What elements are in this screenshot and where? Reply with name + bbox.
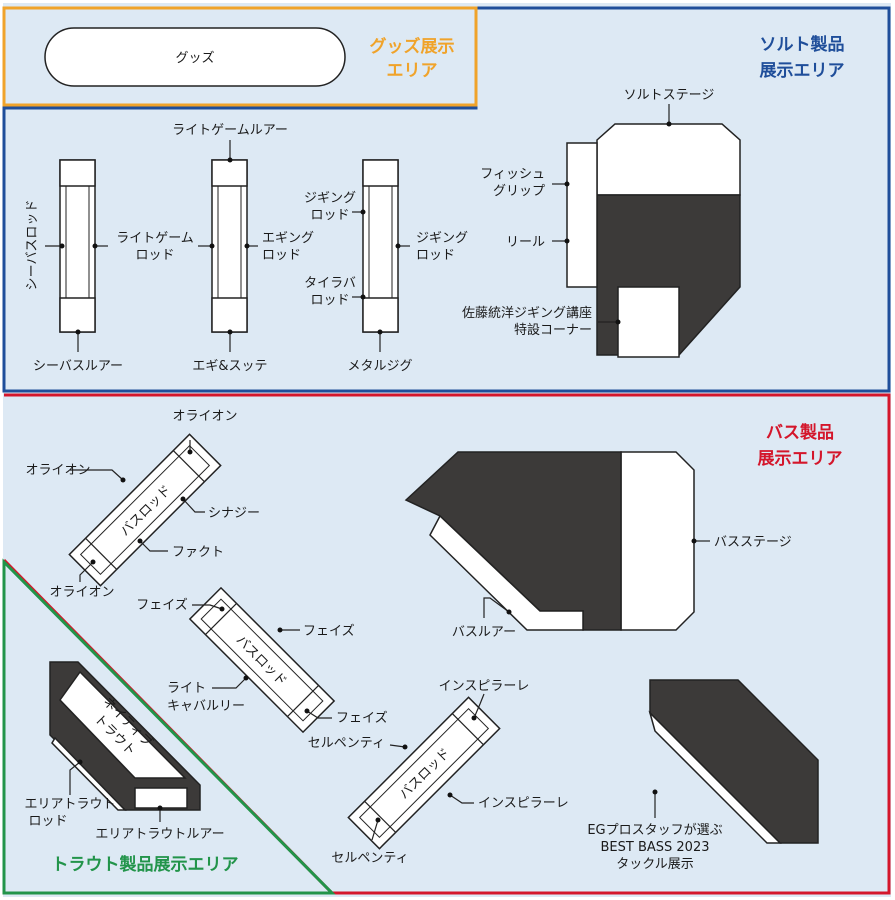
bass-stage [620,451,695,631]
goods-area-title-1: グッズ展示 [370,36,455,57]
jigging-rod-right-label-2: ロッド [416,248,455,263]
area-trout-lure-label: エリアトラウトルアー [95,827,224,842]
trout-area-border [2,558,336,895]
bass-area-title-1: バス製品 [766,422,834,443]
eging-rod-label-2: ロッド [262,248,301,263]
bass-lure-fixture [429,514,584,631]
goods-area-title-2: エリア [387,61,438,81]
area-trout-rod-fixture [51,736,127,811]
synergy-label: シナジー [208,506,260,521]
inspirare-top-label: インスピラーレ [439,679,530,694]
goods-fixture-label: グッズ [175,50,214,66]
eging-rod-label-1: エギング [262,231,314,246]
bass-area-title-2: 展示エリア [758,449,843,469]
area-trout-rod-label-1: エリアトラウト [24,797,115,812]
jigging-rod-left-label-1: ジギング [304,191,356,206]
salt-leaders [45,104,670,352]
jig-rack [362,159,399,333]
seabass-rack [59,159,96,333]
salt-area-title-1: ソルト製品 [760,34,845,55]
native-trout-fixture [59,670,187,779]
egi-rack [211,159,248,333]
phase-top-left-label: フェイズ [136,597,188,613]
metal-jig-label: メタルジグ [347,359,412,374]
best-bass-fixture [648,710,782,844]
tairaba-rod-label-1: タイラバ [304,276,356,291]
goods-fixture [44,27,346,87]
bass-leader-dots [90,449,697,823]
bass-stage-label: バスステージ [714,535,792,550]
light-cavalry-label-1: ライト [167,681,206,696]
salt-stage [596,123,741,196]
jigging-corner-label-2: 特設コーナー [514,322,592,338]
serpentine-top-label: セルペンティ [308,736,385,751]
seabass-lure-label: シーバスルアー [33,359,123,374]
goods-area-border [2,6,478,107]
reel-label: リール [506,235,545,250]
bass-rod-rack-3: バスロッド [347,696,501,850]
seabass-rod-label: シーバスロッド [25,200,40,291]
phase-right-label: フェイズ [303,623,355,639]
salt-leader-dots [59,121,672,335]
jigging-corner-label-1: 佐藤統洋ジギング講座 [462,305,592,321]
salt-stage-label: ソルトステージ [624,88,715,103]
area-trout-lure-fixture [134,787,188,809]
light-game-rod-label-1: ライトゲーム [116,231,194,246]
salt-area-border [2,6,891,393]
best-bass-label-1: EGプロスタッフが選ぶ [587,823,722,838]
orion-bottom-label: オライオン [49,585,114,600]
light-game-lure-label: ライトゲームルアー [172,123,288,138]
light-game-rod-label-2: ロッド [135,248,174,263]
serpentine-bottom-label: セルペンティ [331,851,408,866]
fact-label: ファクト [172,545,224,560]
light-cavalry-label-2: キャバルリー [167,699,245,714]
fish-grip-label-1: フィッシュ [480,167,545,182]
best-bass-label-3: タックル展示 [616,857,694,872]
trout-leader-dots [77,759,163,811]
area-trout-rod-label-2: ロッド [28,814,67,829]
bass-lure-label: バスルアー [452,625,516,640]
salt-area-title-2: 展示エリア [760,61,845,81]
egi-sutte-label: エギ&スッテ [192,359,267,374]
orion-top-label: オライオン [172,409,237,424]
reel-fixture [566,142,598,288]
inspirare-right-label: インスピラーレ [478,796,569,811]
phase-bottom-label: フェイズ [336,710,388,726]
jigging-rod-right-label-1: ジギング [416,231,468,246]
fish-grip-label-2: グリップ [493,184,545,199]
bass-leaders [70,440,710,841]
best-bass-label-2: BEST BASS 2023 [601,840,710,855]
jigging-corner-fixture [617,286,680,358]
orion-left-label: オライオン [25,463,90,478]
jigging-rod-left-label-2: ロッド [310,208,349,223]
trout-area-title: トラウト製品展示エリア [52,854,239,875]
tairaba-rod-label-2: ロッド [310,293,349,308]
